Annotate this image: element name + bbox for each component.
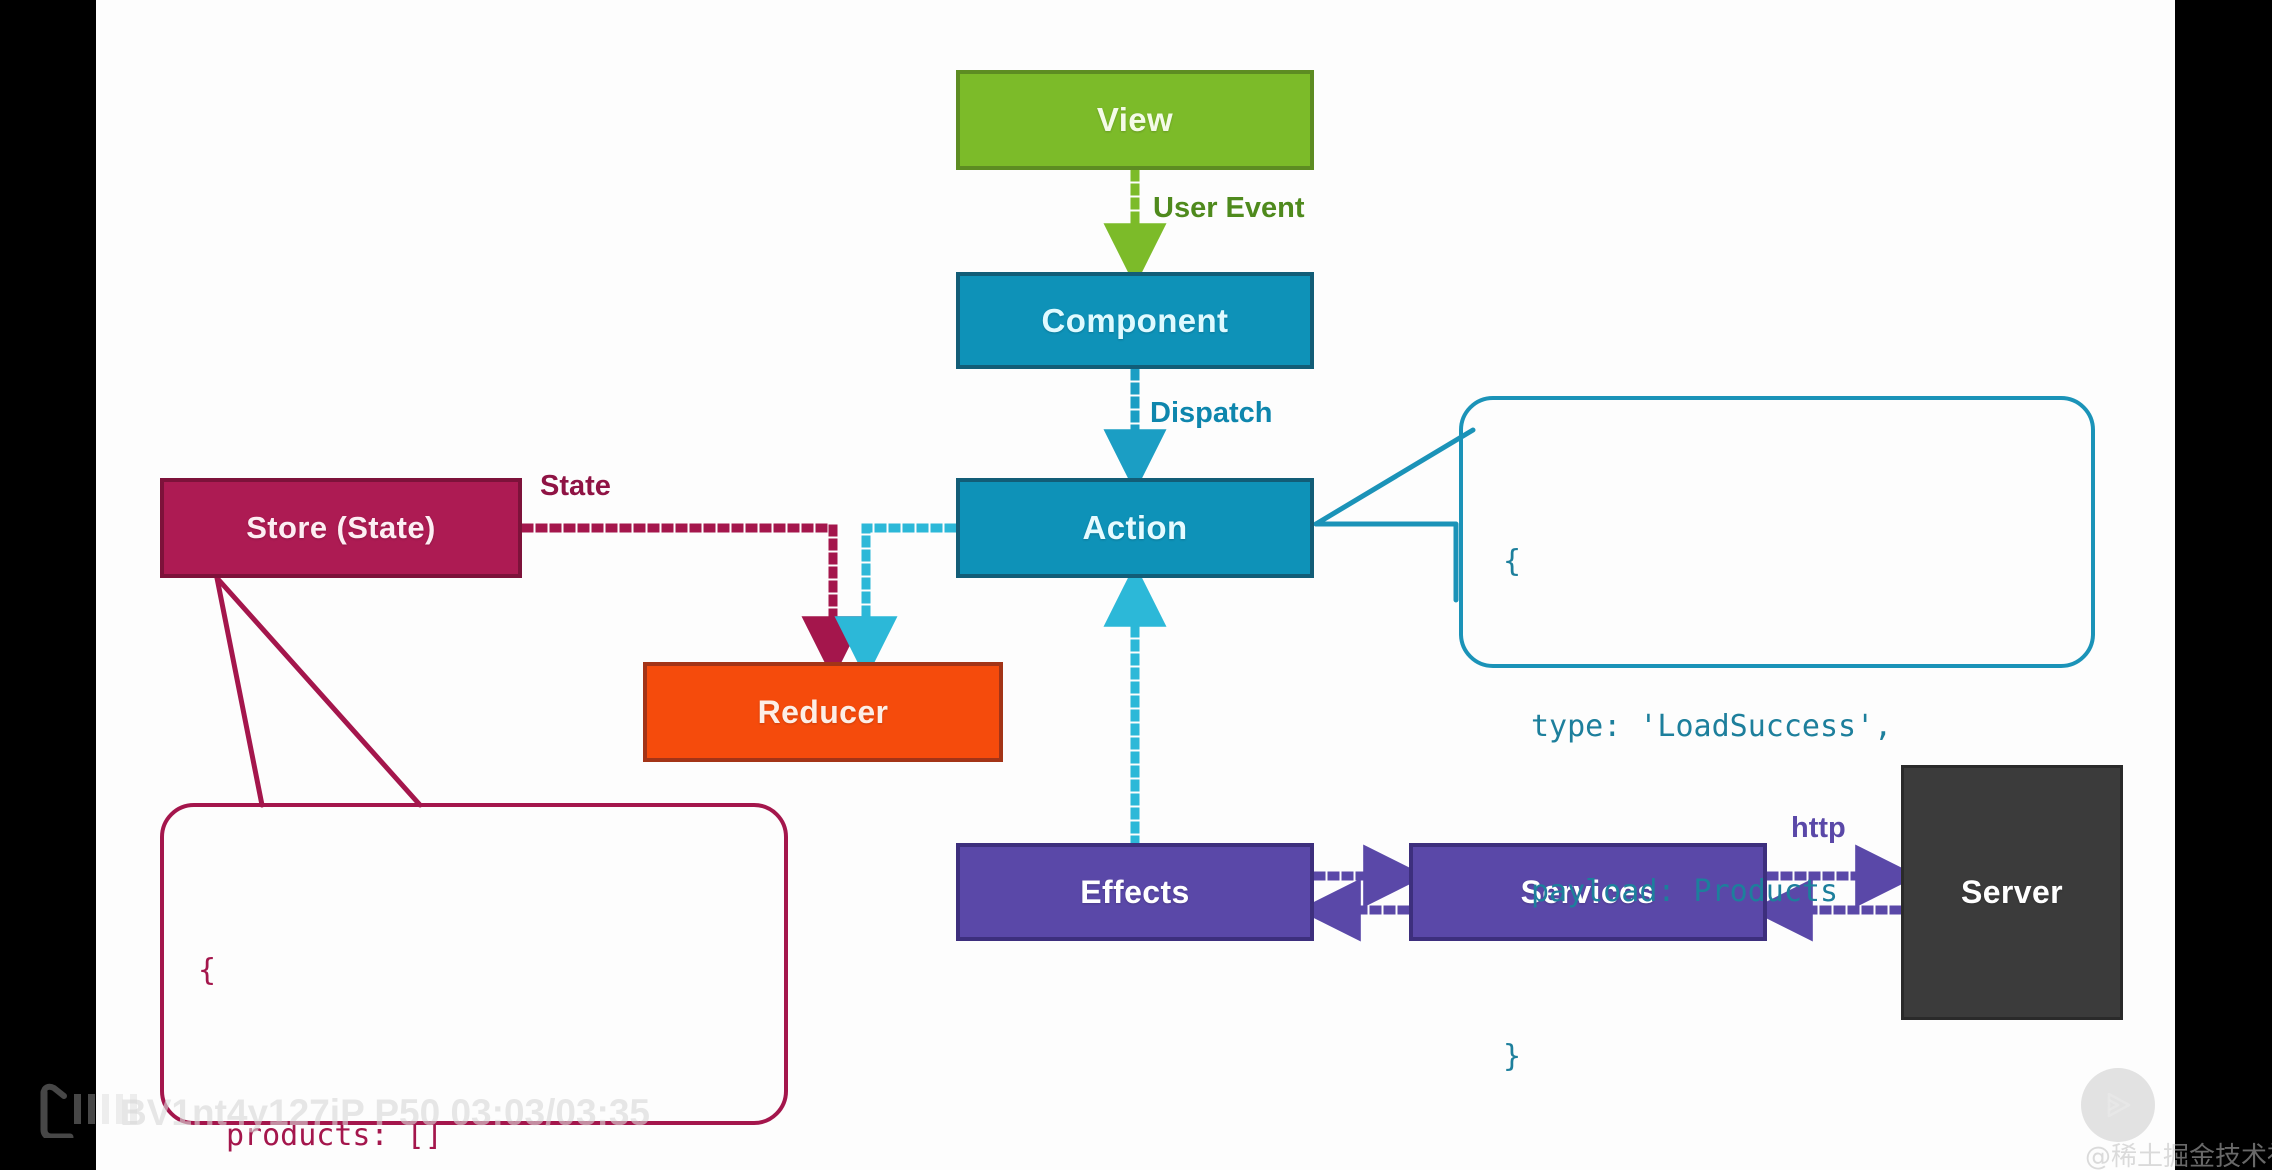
node-component-label: Component — [1041, 301, 1229, 339]
video-info-watermark: BV1nt4y127iP P50 03:03/03:35 — [120, 1092, 651, 1133]
node-view-label: View — [1096, 101, 1174, 138]
callout-action-payload: { type: 'LoadSuccess', payload: Products… — [1459, 396, 2095, 1074]
node-services-label: Services — [1520, 873, 1656, 910]
edge-label-state: State — [540, 470, 611, 502]
node-effects-label: Effects — [1080, 873, 1190, 910]
play-icon — [2081, 1068, 2155, 1142]
node-view[interactable]: View — [956, 70, 1314, 170]
callout-action-line-0: { — [1503, 544, 1522, 579]
callout-action-line-1: type: 'LoadSuccess', — [1531, 709, 1893, 744]
callout-state-line-1: products: [] — [226, 1118, 443, 1153]
node-reducer[interactable]: Reducer — [643, 662, 1003, 762]
edge-label-dispatch: Dispatch — [1150, 397, 1273, 429]
edge-label-http: http — [1791, 812, 1846, 844]
community-watermark: @稀土掘金技术社区 — [2085, 1142, 2272, 1170]
node-action-label: Action — [1082, 509, 1188, 546]
node-reducer-label: Reducer — [757, 693, 889, 730]
node-store[interactable]: Store (State) — [160, 478, 522, 578]
node-component[interactable]: Component — [956, 272, 1314, 369]
callout-action-line-3: } — [1503, 1039, 1522, 1074]
node-store-label: Store (State) — [246, 510, 436, 545]
node-server-label: Server — [1960, 874, 2064, 910]
callout-state-line-0: { — [198, 953, 217, 988]
node-effects[interactable]: Effects — [956, 843, 1314, 941]
callout-action-line-2: payload: Products — [1531, 874, 1839, 909]
bilibili-logo-icon — [30, 1080, 160, 1141]
node-action[interactable]: Action — [956, 478, 1314, 578]
node-services[interactable]: Services — [1409, 843, 1767, 941]
node-server[interactable]: Server — [1901, 765, 2123, 1020]
callout-store-state: { products: [] currentProduct: {} error:… — [160, 803, 788, 1153]
edge-label-user-event: User Event — [1153, 192, 1305, 224]
